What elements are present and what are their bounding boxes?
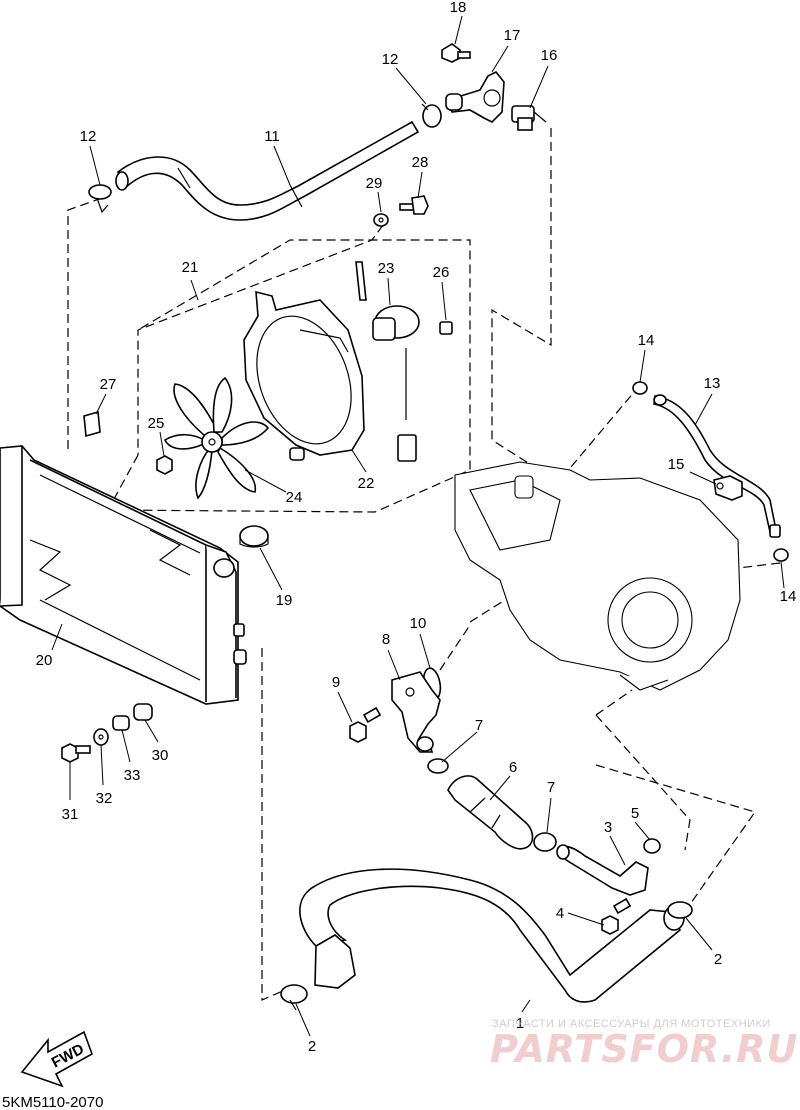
label-32: 32	[96, 790, 113, 807]
diagram-code: 5KM5110-2070	[2, 1094, 103, 1110]
part-labels: 18 17 16 12 12 11 28 29 21 23 26 14 13 2…	[36, 0, 797, 1055]
watermark-logo: PARTSFOR.RU	[490, 1027, 798, 1071]
label-7-lower: 7	[547, 779, 555, 796]
label-1: 1	[516, 1015, 524, 1032]
hose-clamp-12-left	[88, 184, 112, 214]
label-5: 5	[631, 805, 639, 822]
oring-5	[643, 838, 661, 854]
nut-25	[156, 455, 173, 475]
bolt-26	[439, 321, 453, 335]
label-22: 22	[358, 475, 375, 492]
label-12-top: 12	[382, 51, 399, 68]
watermark-tagline: ЗАПЧАСТИ И АКСЕССУАРЫ ДЛЯ МОТОТЕХНИКИ	[492, 1018, 771, 1030]
label-23: 23	[378, 260, 395, 277]
fan-motor-23	[355, 261, 420, 462]
washer-32	[93, 728, 109, 746]
label-33: 33	[124, 767, 141, 784]
label-16: 16	[541, 47, 558, 64]
clamp-7-upper	[427, 758, 449, 774]
label-12-left: 12	[80, 128, 97, 145]
label-14-top: 14	[638, 332, 655, 349]
bolt-18	[441, 43, 471, 63]
label-27: 27	[100, 376, 117, 393]
label-30: 30	[152, 747, 169, 764]
bolt-4	[601, 897, 632, 935]
label-7-upper: 7	[475, 717, 483, 734]
watermark: ЗАПЧАСТИ И АКСЕССУАРЫ ДЛЯ МОТОТЕХНИКИ PA…	[490, 1018, 798, 1071]
label-31: 31	[62, 806, 79, 823]
bushing-33	[112, 715, 130, 731]
collar-30	[133, 703, 153, 721]
inlet-pipe-8	[391, 671, 441, 753]
label-17: 17	[504, 27, 521, 44]
label-26: 26	[433, 264, 450, 281]
radiator-20	[0, 445, 247, 705]
fan-blade-24	[163, 376, 270, 500]
leader-lines	[51, 15, 785, 1037]
clip-15	[713, 475, 743, 501]
label-15: 15	[668, 456, 685, 473]
clamp-7-lower	[533, 832, 557, 852]
temp-sensor-16	[511, 105, 547, 131]
bolt-31	[61, 743, 91, 763]
label-13: 13	[704, 375, 721, 392]
engine-block	[454, 461, 741, 691]
bracket-27	[83, 410, 101, 438]
clamp-14-top	[632, 381, 648, 395]
clamp-2-left	[280, 984, 308, 1011]
hose-clamp-12-top	[421, 103, 442, 128]
label-29: 29	[366, 175, 383, 192]
clamp-14-right	[773, 548, 789, 562]
label-18: 18	[450, 0, 467, 16]
label-20: 20	[36, 652, 53, 669]
label-28: 28	[412, 154, 429, 171]
label-24: 24	[286, 489, 303, 506]
hose-11	[115, 120, 420, 221]
label-9: 9	[332, 674, 340, 691]
fwd-arrow: FWD	[20, 1030, 93, 1088]
clamp-2-right	[667, 901, 693, 919]
label-21: 21	[182, 259, 199, 276]
label-8: 8	[382, 631, 390, 648]
label-11: 11	[264, 128, 280, 145]
label-2-left: 2	[308, 1038, 316, 1055]
label-25: 25	[148, 415, 165, 432]
label-3: 3	[604, 819, 612, 836]
label-14-right: 14	[780, 588, 797, 605]
thermostat-cover-17	[445, 70, 505, 123]
label-4: 4	[556, 905, 564, 922]
hose-3	[556, 844, 649, 896]
label-6: 6	[509, 759, 517, 776]
radiator-cap-19	[239, 525, 269, 548]
hose-13	[653, 394, 781, 538]
hose-6	[447, 775, 534, 850]
label-19: 19	[276, 592, 293, 609]
washer-29	[373, 213, 389, 227]
bolt-28	[399, 195, 429, 215]
bolt-9	[349, 706, 382, 743]
label-2-right: 2	[714, 951, 722, 968]
label-10: 10	[410, 615, 427, 632]
